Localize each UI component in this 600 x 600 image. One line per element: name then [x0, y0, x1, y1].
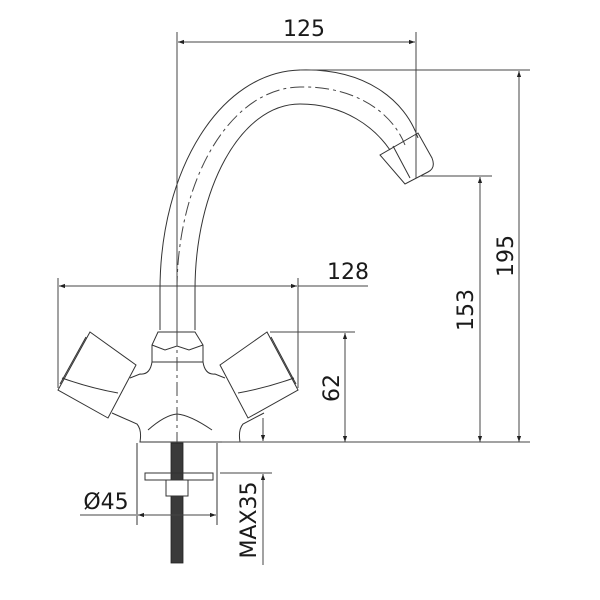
dim-label-62: 62	[320, 374, 345, 402]
dim-label-128: 128	[327, 260, 369, 285]
dim-label-125: 125	[283, 17, 325, 42]
dimension-total-height: 195	[300, 69, 530, 442]
mounting-hardware	[136, 442, 218, 564]
dim-label-max35: MAX35	[237, 481, 262, 558]
dim-label-diameter-45: Ø45	[83, 490, 128, 515]
dimension-spout-outlet-height: 153	[420, 175, 492, 442]
dimension-base-diameter: Ø45	[80, 490, 216, 518]
dimension-handle-height: 62	[270, 331, 355, 442]
dimension-max-deck-thickness: MAX35	[220, 418, 272, 565]
dimension-handle-span: 128	[57, 260, 369, 388]
spout	[159, 69, 434, 340]
dim-label-153: 153	[454, 289, 479, 331]
left-handle	[57, 331, 137, 419]
dim-label-195: 195	[494, 235, 519, 277]
dimension-spout-reach: 125	[176, 17, 417, 340]
right-handle	[219, 331, 299, 419]
